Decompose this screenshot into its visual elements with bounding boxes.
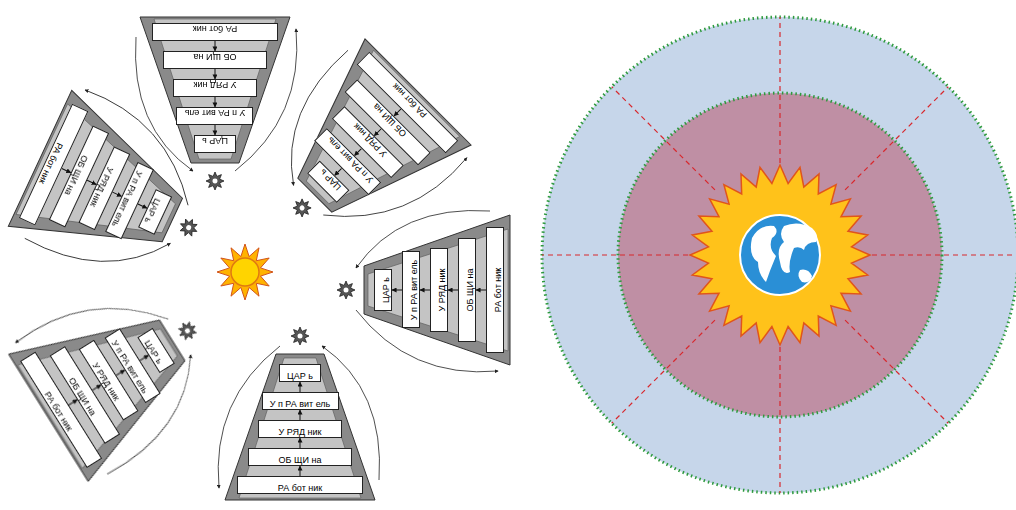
earth-continent [751, 226, 777, 282]
level-box: ЦАР ь [374, 269, 392, 311]
pyramid-group: РА бот никОБ ЩИ наУ РЯД никУ п РА вит ел… [9, 275, 216, 482]
sun-rays [217, 244, 273, 300]
level-label: У п РА вит ель [406, 256, 422, 325]
level-box: РА бот ник [486, 227, 504, 353]
level-label: ОБ ЩИ на [462, 265, 478, 316]
level-box: У п РА вит ель [402, 252, 420, 329]
level-label: РА бот ник [274, 480, 326, 496]
apex-star-center [298, 334, 303, 339]
level-box: У РЯД ник [173, 79, 257, 97]
earth-continent [779, 223, 818, 272]
level-arrow [300, 466, 301, 476]
pyramid-band [140, 17, 290, 163]
sun-disc [231, 258, 259, 286]
level-box: У РЯД ник [430, 248, 448, 332]
radial-line [845, 320, 948, 423]
radial-line [872, 254, 1016, 255]
apex-star-center [344, 288, 349, 293]
radial-lines [542, 17, 1016, 493]
level-label: ОБ ЩИ на [275, 452, 326, 468]
level-arrow [300, 382, 301, 392]
level-arrow [300, 438, 301, 448]
pyramid-group: РА бот ник ОБ ЩИ на У РЯД ник У п РА вит ел… [225, 350, 375, 500]
level-label: ЦАР ь [198, 133, 232, 149]
apex-star-center [213, 179, 218, 184]
level-label: У РЯД ник [189, 77, 240, 93]
side-arrow [356, 310, 498, 372]
level-box: ОБ ЩИ на [163, 51, 267, 69]
level-box: У п РА вит ель [177, 107, 254, 125]
level-label: У п РА вит ель [181, 105, 250, 121]
level-arrow [448, 290, 458, 291]
apex-star-center [299, 204, 306, 211]
level-label: У п РА вит ель [266, 396, 335, 412]
earth-globe [740, 215, 820, 295]
radial-line [779, 17, 780, 163]
radial-line [779, 347, 780, 493]
earth-continent [798, 270, 812, 283]
pyramid-inner [18, 291, 201, 469]
apex-star-center [185, 224, 192, 231]
level-label: РА бот ник [189, 21, 241, 37]
pyramid-band [9, 277, 212, 482]
level-label: ЦАР ь [378, 273, 394, 307]
level-label: ЦАР ь [283, 368, 317, 384]
pyramid-band [225, 354, 375, 500]
level-label: У РЯД ник [274, 424, 325, 440]
radial-line [612, 87, 715, 190]
level-box: ЦАР ь [279, 364, 321, 382]
outer-circle [542, 17, 1016, 493]
pyramid-inner [16, 104, 194, 274]
apex-star [177, 216, 201, 240]
level-arrow [476, 290, 486, 291]
small-sun [217, 244, 273, 300]
level-arrow [392, 290, 402, 291]
level-box: ОБ ЩИ на [248, 448, 352, 466]
radial-line [542, 254, 688, 255]
apex-star [206, 172, 224, 190]
pyramid-band [364, 215, 510, 365]
apex-star-center [184, 327, 191, 334]
cosmos-illustration [542, 17, 1016, 493]
level-box: ЦАР ь [194, 135, 236, 153]
pyramid-band [262, 39, 471, 248]
radial-line [845, 87, 948, 190]
level-box: У РЯД ник [258, 420, 342, 438]
apex-star [291, 327, 309, 345]
level-arrow [300, 410, 301, 420]
radial-line [612, 320, 715, 423]
apex-star [289, 195, 314, 220]
level-label: РА бот ник [490, 264, 506, 316]
sun-shape [690, 165, 870, 345]
pyramid-group: РА бот ник ОБ ЩИ на У РЯД ник У п РА вит ел… [360, 215, 510, 365]
level-label: У РЯД ник [434, 264, 450, 315]
level-box: РА бот ник [237, 476, 363, 494]
level-box: РА бот ник [152, 23, 278, 41]
pyramid-inner [274, 50, 459, 235]
level-label: ОБ ЩИ на [190, 49, 241, 65]
level-box: У п РА вит ель [262, 392, 339, 410]
pyramid-group: РА бот ник ОБ ЩИ на У РЯД ник У п РА вит ел… [140, 17, 290, 167]
pyramid-band [8, 90, 204, 288]
side-arrow [218, 346, 280, 488]
apex-star [175, 318, 200, 343]
pyramid-group: РА бот никОБ ЩИ наУ РЯД никУ п РА вит ел… [259, 39, 471, 251]
level-arrow [420, 290, 430, 291]
level-box: ОБ ЩИ на [458, 238, 476, 342]
apex-star [337, 281, 355, 299]
